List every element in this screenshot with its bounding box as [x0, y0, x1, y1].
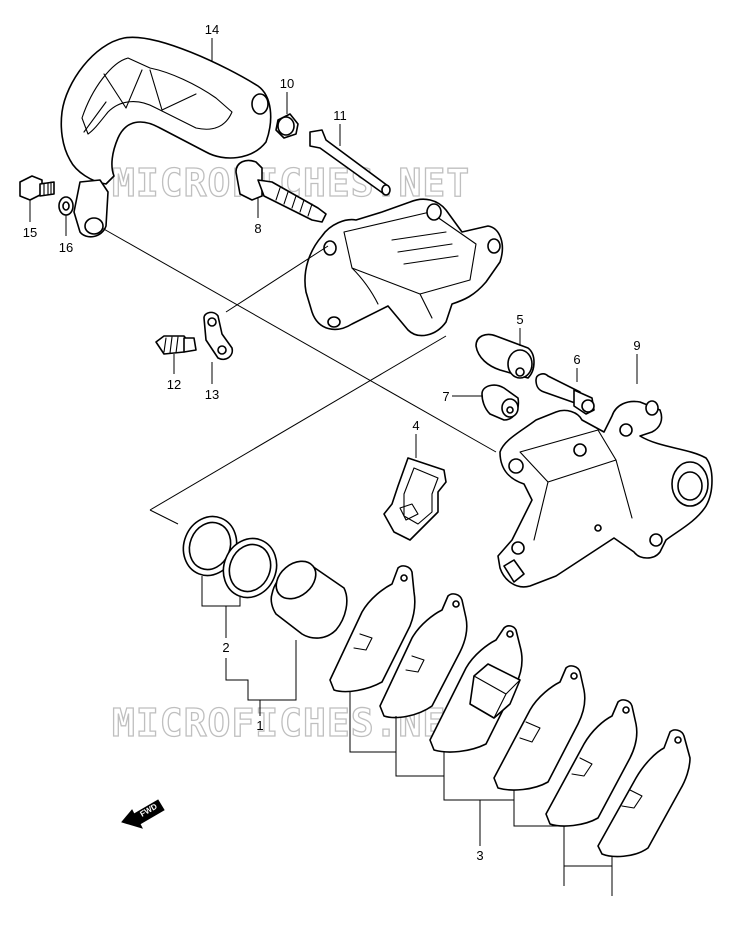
- part-5-sleeve: [475, 333, 535, 379]
- part-9-caliper-bracket: [497, 400, 713, 588]
- callout-16: 16: [59, 240, 73, 255]
- part-11-pin: [309, 129, 391, 196]
- part-6-pin-bolt: [535, 373, 595, 415]
- callout-14: 14: [205, 22, 219, 37]
- caliper-body: [304, 198, 504, 337]
- part-8-slide-bolt: [235, 159, 327, 223]
- watermark-top: MICROFICHES.NET: [112, 161, 470, 205]
- part-10-boot: [275, 113, 299, 139]
- callout-12: 12: [167, 377, 181, 392]
- callout-11: 11: [333, 108, 347, 123]
- fwd-direction-arrow: FWD: [121, 799, 165, 829]
- callout-1: 1: [256, 718, 263, 733]
- callout-3: 3: [476, 848, 483, 863]
- part-12-bleeder-valve: [155, 335, 197, 355]
- part-16-washer: [58, 196, 74, 216]
- callout-5: 5: [516, 312, 523, 327]
- callout-9: 9: [633, 338, 640, 353]
- leader-lines: [29, 38, 638, 896]
- callout-15: 15: [23, 225, 37, 240]
- callout-4: 4: [412, 418, 419, 433]
- callout-labels: 14 10 11 8 15 16 12 13 5 6 7 9 4 2 1 3: [23, 22, 641, 863]
- callout-10: 10: [280, 76, 294, 91]
- callout-13: 13: [205, 387, 219, 402]
- part-1-piston-seal-kit: [182, 515, 348, 639]
- part-13-clip-plate: [203, 311, 234, 361]
- part-3-brake-pads: [329, 565, 691, 858]
- callout-2: 2: [222, 640, 229, 655]
- callout-8: 8: [254, 221, 261, 236]
- part-7-boot: [481, 384, 520, 421]
- part-4-pad-spring: [383, 457, 447, 541]
- callout-7: 7: [442, 389, 449, 404]
- callout-6: 6: [573, 352, 580, 367]
- part-14-caliper-guard: [60, 36, 272, 238]
- part-15-bolt: [19, 175, 55, 201]
